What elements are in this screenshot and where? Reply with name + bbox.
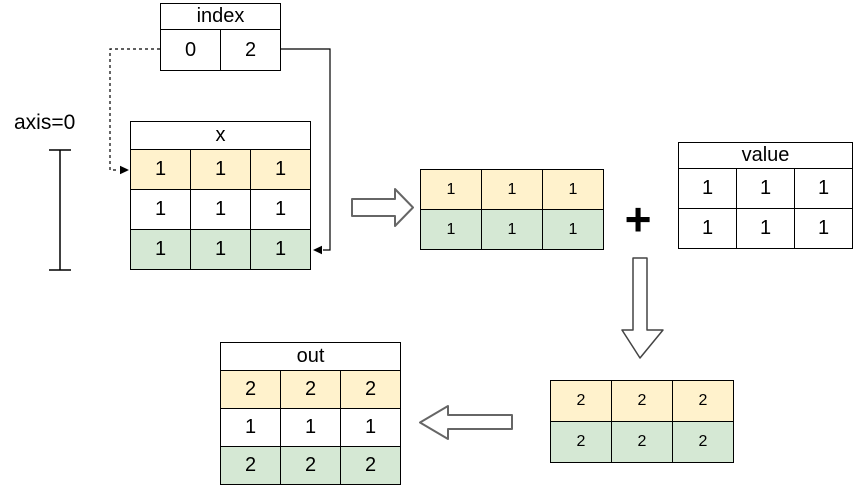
table-cell: 1 xyxy=(420,209,482,250)
index-0-connector xyxy=(109,48,160,175)
index-table-title: index xyxy=(160,3,281,30)
table-header-row: x xyxy=(130,121,311,150)
table-cell: 1 xyxy=(542,209,604,250)
table-cell: 1 xyxy=(481,209,543,250)
table-row: 1 1 1 xyxy=(130,149,311,190)
table-cell: 1 xyxy=(130,229,191,270)
out-table: out 2 2 2 1 1 1 2 2 2 xyxy=(220,342,401,485)
table-cell: 1 xyxy=(678,168,737,209)
table-cell: 1 xyxy=(678,208,737,249)
x-table-title: x xyxy=(130,121,311,150)
flow-arrow-right-icon xyxy=(351,188,414,227)
table-row: 1 1 1 xyxy=(130,229,311,270)
table-row: 1 1 1 xyxy=(420,169,604,210)
table-cell: 1 xyxy=(250,149,311,190)
table-row: 2 2 2 xyxy=(220,370,401,409)
table-cell: 2 xyxy=(672,421,734,463)
table-cell: 1 xyxy=(736,208,795,249)
axis-label: axis=0 xyxy=(14,111,76,134)
table-cell: 1 xyxy=(130,149,191,190)
table-cell: 2 xyxy=(672,380,734,422)
index-table: index 0 2 xyxy=(160,3,281,71)
table-cell: 2 xyxy=(611,421,673,463)
table-cell: 1 xyxy=(420,169,482,210)
out-table-title: out xyxy=(220,342,401,371)
table-cell: 2 xyxy=(280,446,341,485)
value-table-title: value xyxy=(678,142,853,169)
table-cell: 2 xyxy=(340,370,401,409)
table-cell: 1 xyxy=(250,229,311,270)
table-cell: 2 xyxy=(220,446,281,485)
table-cell: 1 xyxy=(130,189,191,230)
table-cell: 1 xyxy=(190,229,251,270)
table-header-row: index xyxy=(160,3,281,30)
flow-arrow-left-icon xyxy=(419,405,513,440)
table-row: 2 2 2 xyxy=(550,380,734,422)
table-cell: 1 xyxy=(736,168,795,209)
table-cell: 2 xyxy=(611,380,673,422)
table-cell: 1 xyxy=(190,149,251,190)
table-row: 1 1 1 xyxy=(420,209,604,250)
table-cell: 1 xyxy=(280,408,341,447)
table-cell: 1 xyxy=(542,169,604,210)
table-cell: 2 xyxy=(220,29,281,71)
table-cell: 2 xyxy=(550,421,612,463)
table-header-row: value xyxy=(678,142,853,169)
axis-span-line xyxy=(49,149,71,271)
table-cell: 1 xyxy=(794,168,853,209)
table-cell: 1 xyxy=(481,169,543,210)
value-table: value 1 1 1 1 1 1 xyxy=(678,142,853,249)
table-cell: 1 xyxy=(250,189,311,230)
table-cell: 2 xyxy=(550,380,612,422)
table-row: 1 1 1 xyxy=(220,408,401,447)
table-cell: 0 xyxy=(160,29,221,71)
table-cell: 2 xyxy=(340,446,401,485)
x-table: x 1 1 1 1 1 1 1 1 1 xyxy=(130,121,311,270)
table-row: 1 1 1 xyxy=(678,208,853,249)
table-row: 0 2 xyxy=(160,29,281,71)
table-cell: 2 xyxy=(280,370,341,409)
table-cell: 1 xyxy=(340,408,401,447)
table-header-row: out xyxy=(220,342,401,371)
plus-operator: + xyxy=(624,193,652,245)
selected-rows-table: 1 1 1 1 1 1 xyxy=(420,169,604,250)
table-row: 2 2 2 xyxy=(550,421,734,463)
table-cell: 1 xyxy=(794,208,853,249)
table-cell: 1 xyxy=(220,408,281,447)
sum-table: 2 2 2 2 2 2 xyxy=(550,380,734,463)
index-2-connector xyxy=(281,48,331,255)
flow-arrow-down-icon xyxy=(621,257,664,359)
table-cell: 1 xyxy=(190,189,251,230)
table-row: 1 1 1 xyxy=(130,189,311,230)
table-row: 1 1 1 xyxy=(678,168,853,209)
table-row: 2 2 2 xyxy=(220,446,401,485)
table-cell: 2 xyxy=(220,370,281,409)
